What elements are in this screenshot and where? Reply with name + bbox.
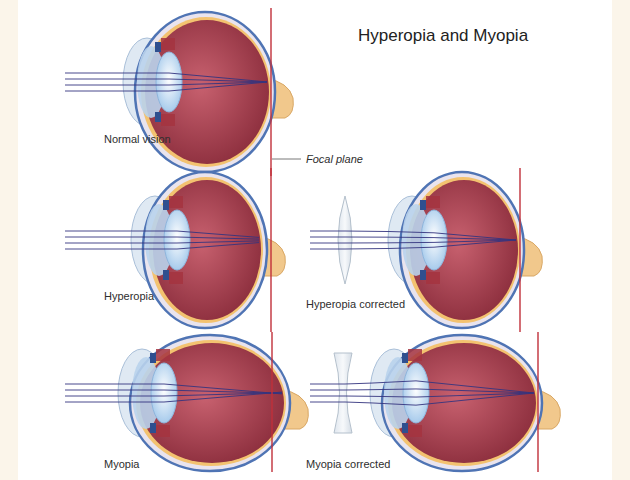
light-ray [65,231,259,237]
eyeball [388,172,542,328]
diagram-title: Hyperopia and Myopia [358,26,528,46]
figure-label: Hyperopia [104,290,154,303]
concave-lens [334,353,352,433]
light-ray [65,73,267,82]
light-ray [65,241,259,243]
focal-plane-line [537,332,538,472]
light-ray [65,393,282,396]
focal-plane-line [271,332,272,472]
light-ray [65,392,282,402]
light-ray [310,240,516,249]
light-ray [310,393,534,405]
eyeball [123,12,293,172]
light-ray [65,82,267,91]
eyeball [370,335,560,471]
focal-plane-line [270,8,271,176]
convex-lens [338,196,352,284]
light-ray [65,390,282,393]
light-ray [310,237,516,240]
eyeball [118,335,308,471]
light-ray [65,79,267,82]
light-ray [65,237,259,239]
eyeball [131,172,285,328]
focal-plane-line [519,168,520,332]
figure-label: Myopia [104,458,139,471]
light-ray [310,381,534,393]
figure-label: Hyperopia corrected [306,298,405,311]
light-ray [65,243,259,249]
light-ray [310,389,534,393]
figure-label: Normal vision [104,133,171,146]
figure-label: Myopia corrected [306,458,390,471]
figure-label: Focal plane [306,153,363,166]
light-ray [310,231,516,240]
light-ray [65,384,282,394]
leader-line [272,159,301,160]
focal-plane-line [270,168,271,332]
